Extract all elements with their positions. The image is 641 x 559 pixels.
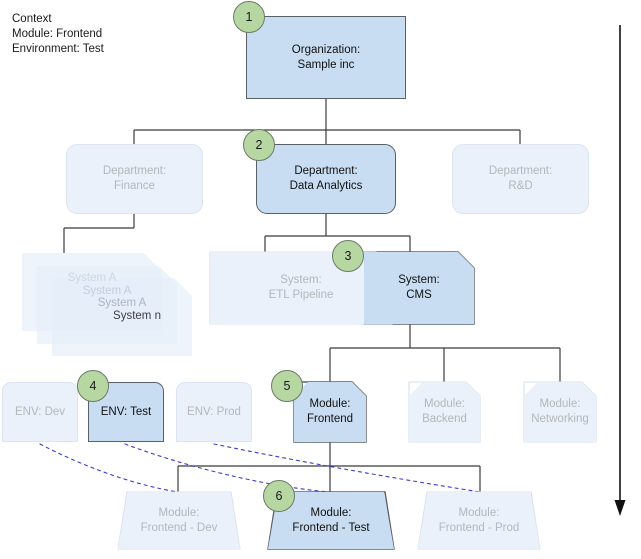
- system-stack-card-3: [52, 278, 192, 356]
- node-env-prod-label: ENV: Prod: [187, 405, 241, 418]
- node-system-cms-label: System: CMS: [398, 274, 440, 301]
- node-system-cms[interactable]: System: CMS: [364, 252, 474, 324]
- node-department-finance-label: Department: Finance: [102, 165, 167, 192]
- badge-6[interactable]: 6: [263, 480, 295, 512]
- node-department-rnd-label: Department: R&D: [488, 165, 553, 192]
- node-env-dev[interactable]: ENV: Dev: [2, 382, 78, 442]
- node-deploy-frontend-prod[interactable]: Module: Frontend - Prod: [418, 492, 540, 549]
- node-department-data-analytics[interactable]: Department: Data Analytics: [256, 144, 396, 214]
- badge-1-text: 1: [245, 10, 253, 24]
- edge-env-prod-to-deploy: [213, 443, 481, 493]
- system-stack-label-1: System A: [67, 272, 117, 284]
- badge-5[interactable]: 5: [271, 370, 303, 402]
- badge-2[interactable]: 2: [243, 129, 275, 161]
- node-module-networking-label: Module: Networking: [531, 398, 589, 425]
- node-department-rnd[interactable]: Department: R&D: [452, 144, 589, 214]
- badge-5-text: 5: [283, 379, 291, 393]
- context-module: Module: Frontend: [12, 28, 103, 40]
- node-organization[interactable]: Organization: Sample inc: [246, 16, 406, 99]
- node-department-finance[interactable]: Department: Finance: [66, 144, 203, 214]
- node-system-etl-pipeline-label: System: ETL Pipeline: [268, 274, 334, 301]
- node-env-test-label: ENV: Test: [100, 405, 152, 418]
- node-deploy-frontend-prod-label: Module: Frontend - Prod: [438, 506, 520, 534]
- context-environment: Environment: Test: [12, 43, 104, 55]
- node-env-prod[interactable]: ENV: Prod: [176, 382, 252, 442]
- badge-1[interactable]: 1: [233, 1, 265, 33]
- flow-direction-arrow: [614, 25, 626, 516]
- node-deploy-frontend-dev-label: Module: Frontend - Dev: [140, 506, 218, 534]
- badge-4-text: 4: [89, 379, 97, 393]
- badge-6-text: 6: [275, 489, 283, 503]
- badge-4[interactable]: 4: [77, 370, 109, 402]
- node-module-backend[interactable]: Module: Backend: [409, 382, 480, 442]
- node-module-frontend-label: Module: Frontend: [306, 398, 354, 425]
- node-organization-label: Organization: Sample inc: [291, 43, 361, 71]
- system-stack-label-4: System n: [113, 310, 161, 322]
- badge-3[interactable]: 3: [332, 240, 364, 272]
- node-module-networking[interactable]: Module: Networking: [524, 382, 596, 442]
- system-stack-label-3: System A: [97, 297, 147, 309]
- node-department-data-analytics-label: Department: Data Analytics: [289, 165, 363, 192]
- context-title: Context: [12, 13, 52, 25]
- node-env-dev-label: ENV: Dev: [14, 405, 66, 418]
- node-module-backend-label: Module: Backend: [422, 398, 467, 425]
- edge-env-test-to-deploy: [124, 443, 331, 493]
- node-module-frontend[interactable]: Module: Frontend: [294, 382, 366, 442]
- edge-env-dev-to-deploy: [39, 443, 179, 493]
- node-deploy-frontend-dev[interactable]: Module: Frontend - Dev: [118, 492, 240, 549]
- badge-3-text: 3: [344, 249, 352, 263]
- node-deploy-frontend-test-label: Module: Frontend - Test: [292, 506, 370, 534]
- context-block: Context Module: Frontend Environment: Te…: [12, 12, 104, 57]
- system-stack-label-2: System A: [82, 285, 132, 297]
- badge-2-text: 2: [255, 138, 263, 152]
